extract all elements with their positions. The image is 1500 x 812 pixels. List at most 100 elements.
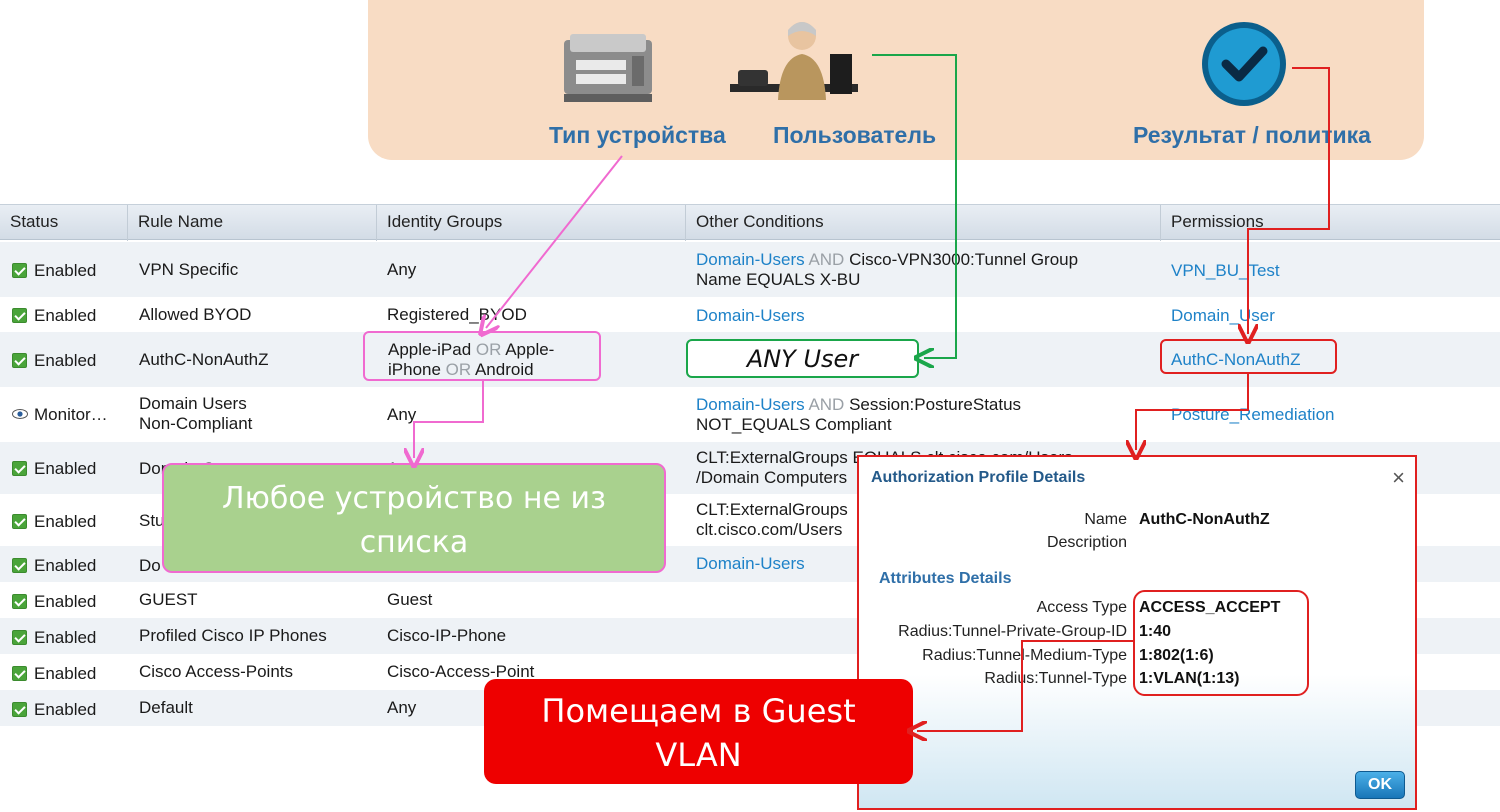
status-cell[interactable]: Enabled (12, 592, 96, 612)
checkbox-icon[interactable] (12, 666, 27, 681)
condition-link[interactable]: Domain-Users (696, 395, 805, 414)
rule-name[interactable]: Default (139, 698, 193, 717)
status-cell[interactable]: Monitor… (12, 405, 108, 425)
checkbox-icon[interactable] (12, 702, 27, 717)
status-text: Enabled (34, 592, 97, 611)
status-text: Monitor… (34, 405, 108, 424)
identity-group: Registered_BYOD (387, 305, 527, 324)
callout-line: VLAN (655, 736, 742, 774)
other-conditions: CLT:ExternalGroups clt.cisco.com/Users (696, 500, 848, 540)
status-text: Enabled (34, 459, 97, 478)
condition-link[interactable]: Domain-Users (696, 250, 805, 269)
other-conditions: Domain-Users AND Cisco-VPN3000:Tunnel Gr… (696, 250, 1078, 290)
checkbox-icon[interactable] (12, 308, 27, 323)
column-identity-groups[interactable]: Identity Groups (377, 205, 686, 241)
rule-name[interactable]: AuthC-NonAuthZ (139, 350, 269, 369)
identity-operator: OR (475, 340, 502, 359)
identity-value: Apple- (505, 340, 555, 359)
status-cell[interactable]: Enabled (12, 351, 96, 371)
status-cell[interactable]: Enabled (12, 700, 96, 720)
close-icon[interactable]: × (1392, 465, 1405, 490)
rule-name[interactable]: Stu (139, 511, 165, 530)
identity-group: Any (387, 698, 417, 717)
table-row[interactable]: Enabled Cisco Access-Points Cisco-Access… (0, 654, 1500, 690)
status-text: Enabled (34, 700, 97, 719)
permission-link[interactable]: AuthC-NonAuthZ (1171, 350, 1301, 369)
attributes-section-title: Attributes Details (879, 570, 1012, 587)
device-type-label: Тип устройства (549, 122, 726, 148)
status-cell[interactable]: Enabled (12, 512, 96, 532)
identity-value: iPhone (388, 360, 441, 379)
status-text: Enabled (34, 628, 97, 647)
table-row[interactable]: Monitor… Domain Users Non-Compliant Any … (0, 387, 1500, 442)
status-cell[interactable]: Enabled (12, 306, 96, 326)
condition-text: clt.cisco.com/Users (696, 520, 843, 539)
condition-text: Cisco-VPN3000:Tunnel Group (849, 250, 1079, 269)
condition-link[interactable]: Domain-Users (696, 306, 805, 325)
table-row[interactable]: Enabled Allowed BYOD Registered_BYOD Dom… (0, 297, 1500, 332)
checkbox-icon[interactable] (12, 514, 27, 529)
condition-link[interactable]: Domain-Users (696, 554, 805, 573)
status-text: Enabled (34, 664, 97, 683)
result-policy-label: Результат / политика (1133, 122, 1371, 148)
status-cell[interactable]: Enabled (12, 628, 96, 648)
rule-name-line: Domain Users (139, 394, 247, 413)
callout-line: списка (359, 525, 469, 560)
table-row[interactable]: Enabled GUEST Guest (0, 582, 1500, 618)
column-rule-name[interactable]: Rule Name (128, 205, 377, 241)
rule-name[interactable]: Profiled Cisco IP Phones (139, 626, 327, 645)
callout-line: Любое устройство не из (222, 481, 606, 516)
column-status[interactable]: Status (0, 205, 128, 241)
checkbox-icon[interactable] (12, 353, 27, 368)
checkbox-icon[interactable] (12, 263, 27, 278)
callout-line: Помещаем в Guest (541, 692, 856, 730)
rule-name[interactable]: GUEST (139, 590, 198, 609)
permission-link[interactable]: Posture_Remediation (1171, 405, 1335, 424)
status-text: Enabled (34, 351, 97, 370)
status-text: Enabled (34, 512, 97, 531)
status-cell[interactable]: Enabled (12, 459, 96, 479)
authorization-profile-dialog[interactable]: Authorization Profile Details × Name Aut… (857, 455, 1417, 810)
any-user-annotation: ANY User (686, 339, 919, 378)
identity-group: Cisco-IP-Phone (387, 626, 507, 645)
condition-text: Name EQUALS X-BU (696, 270, 861, 289)
checkbox-icon[interactable] (12, 594, 27, 609)
rule-name[interactable]: Allowed BYOD (139, 305, 252, 324)
permission-link[interactable]: Domain_User (1171, 306, 1275, 325)
checkbox-icon[interactable] (12, 630, 27, 645)
status-text: Enabled (34, 556, 97, 575)
identity-operator: OR (445, 360, 472, 379)
rule-name[interactable]: Do (139, 556, 161, 575)
user-icon (730, 22, 858, 100)
rule-name[interactable]: Cisco Access-Points (139, 662, 293, 681)
identity-value: Apple-iPad (388, 340, 472, 359)
condition-text: CLT:ExternalGroups (696, 500, 848, 519)
condition-text: NOT_EQUALS Compliant (696, 415, 892, 434)
rule-name[interactable]: VPN Specific (139, 260, 239, 279)
dialog-title: Authorization Profile Details (871, 469, 1086, 486)
condition-operator: AND (808, 395, 845, 414)
column-other-conditions[interactable]: Other Conditions (686, 205, 1161, 241)
condition-text: /Domain Computers (696, 468, 848, 487)
description-label: Description (1046, 534, 1127, 551)
status-cell[interactable]: Enabled (12, 556, 96, 576)
identity-group: Any (387, 260, 417, 279)
table-header: Status Rule Name Identity Groups Other C… (0, 204, 1500, 241)
status-cell[interactable]: Enabled (12, 261, 96, 281)
status-text: Enabled (34, 306, 97, 325)
rule-name[interactable]: Domain Users Non-Compliant (139, 394, 252, 434)
permission-link[interactable]: VPN_BU_Test (1171, 261, 1280, 280)
attribute-value: 1:802(1:6) (1139, 647, 1214, 664)
checkbox-icon[interactable] (12, 558, 27, 573)
checkbox-icon[interactable] (12, 461, 27, 476)
column-permissions[interactable]: Permissions (1171, 212, 1264, 231)
status-cell[interactable]: Enabled (12, 664, 96, 684)
table-row[interactable]: Enabled Stu CLT:ExternalGroups clt.cisco… (0, 494, 1500, 546)
ok-button[interactable]: OK (1355, 771, 1405, 799)
other-conditions: Domain-Users AND Session:PostureStatus N… (696, 395, 1021, 435)
attribute-label: Access Type (1036, 599, 1127, 616)
identity-group: Apple-iPad OR Apple- iPhone OR Android (388, 340, 554, 380)
identity-group: Any (387, 405, 417, 424)
table-row[interactable]: Enabled VPN Specific Any Domain-Users AN… (0, 242, 1500, 297)
identity-group: Cisco-Access-Point (387, 662, 535, 681)
